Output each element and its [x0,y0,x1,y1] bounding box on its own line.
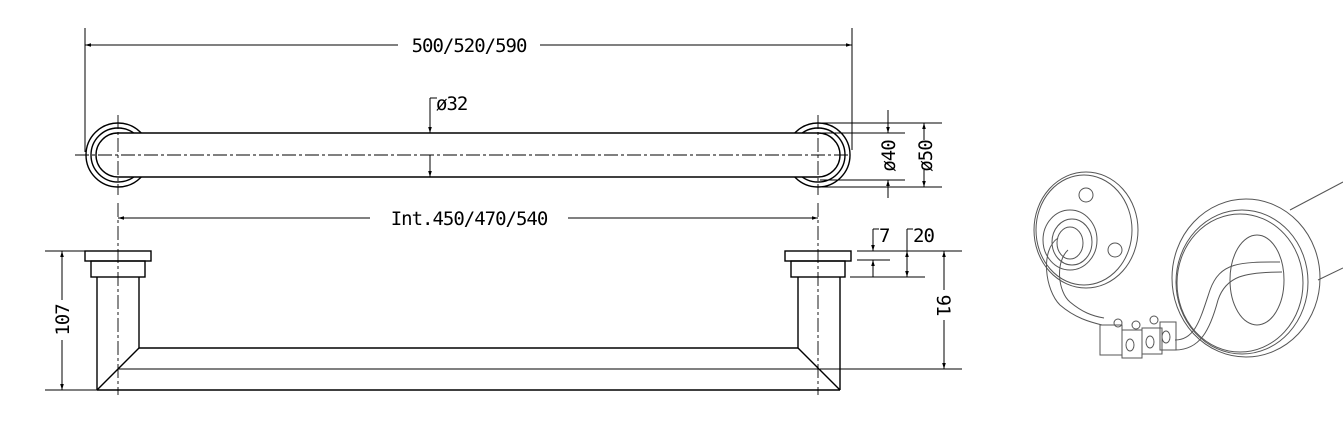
terminal-block [1099,315,1177,359]
right-post [784,250,852,391]
inner-flange-diameter-label: ø40 [878,140,900,172]
tube-diameter-label: ø32 [436,93,467,115]
internal-length-label: Int.450/470/540 [391,208,548,230]
cable [1046,237,1283,351]
front-view [84,250,852,391]
total-projection-dimension: 107 [45,250,97,391]
internal-length-dimension: Int.450/470/540 [117,203,819,395]
top-view [75,115,851,195]
flange-depth-label: 20 [913,225,934,247]
overall-length-dimension: 500/520/590 [84,28,853,152]
tube-diameter-dimension: ø32 [428,93,468,177]
wall-plate [1033,171,1139,289]
overall-length-label: 500/520/590 [412,35,527,57]
flange-thickness-label: 7 [879,225,890,247]
centerline-projection-label: 91 [932,295,954,316]
flange-depth-dimensions: 7 20 91 [820,225,962,370]
bar-flange-ring [1171,181,1343,358]
outer-flange-diameter-label: ø50 [915,140,937,172]
wiring-sketch [1033,171,1343,359]
total-projection-label: 107 [52,304,74,336]
flange-diameter-dimensions: ø40 ø50 [820,110,942,198]
